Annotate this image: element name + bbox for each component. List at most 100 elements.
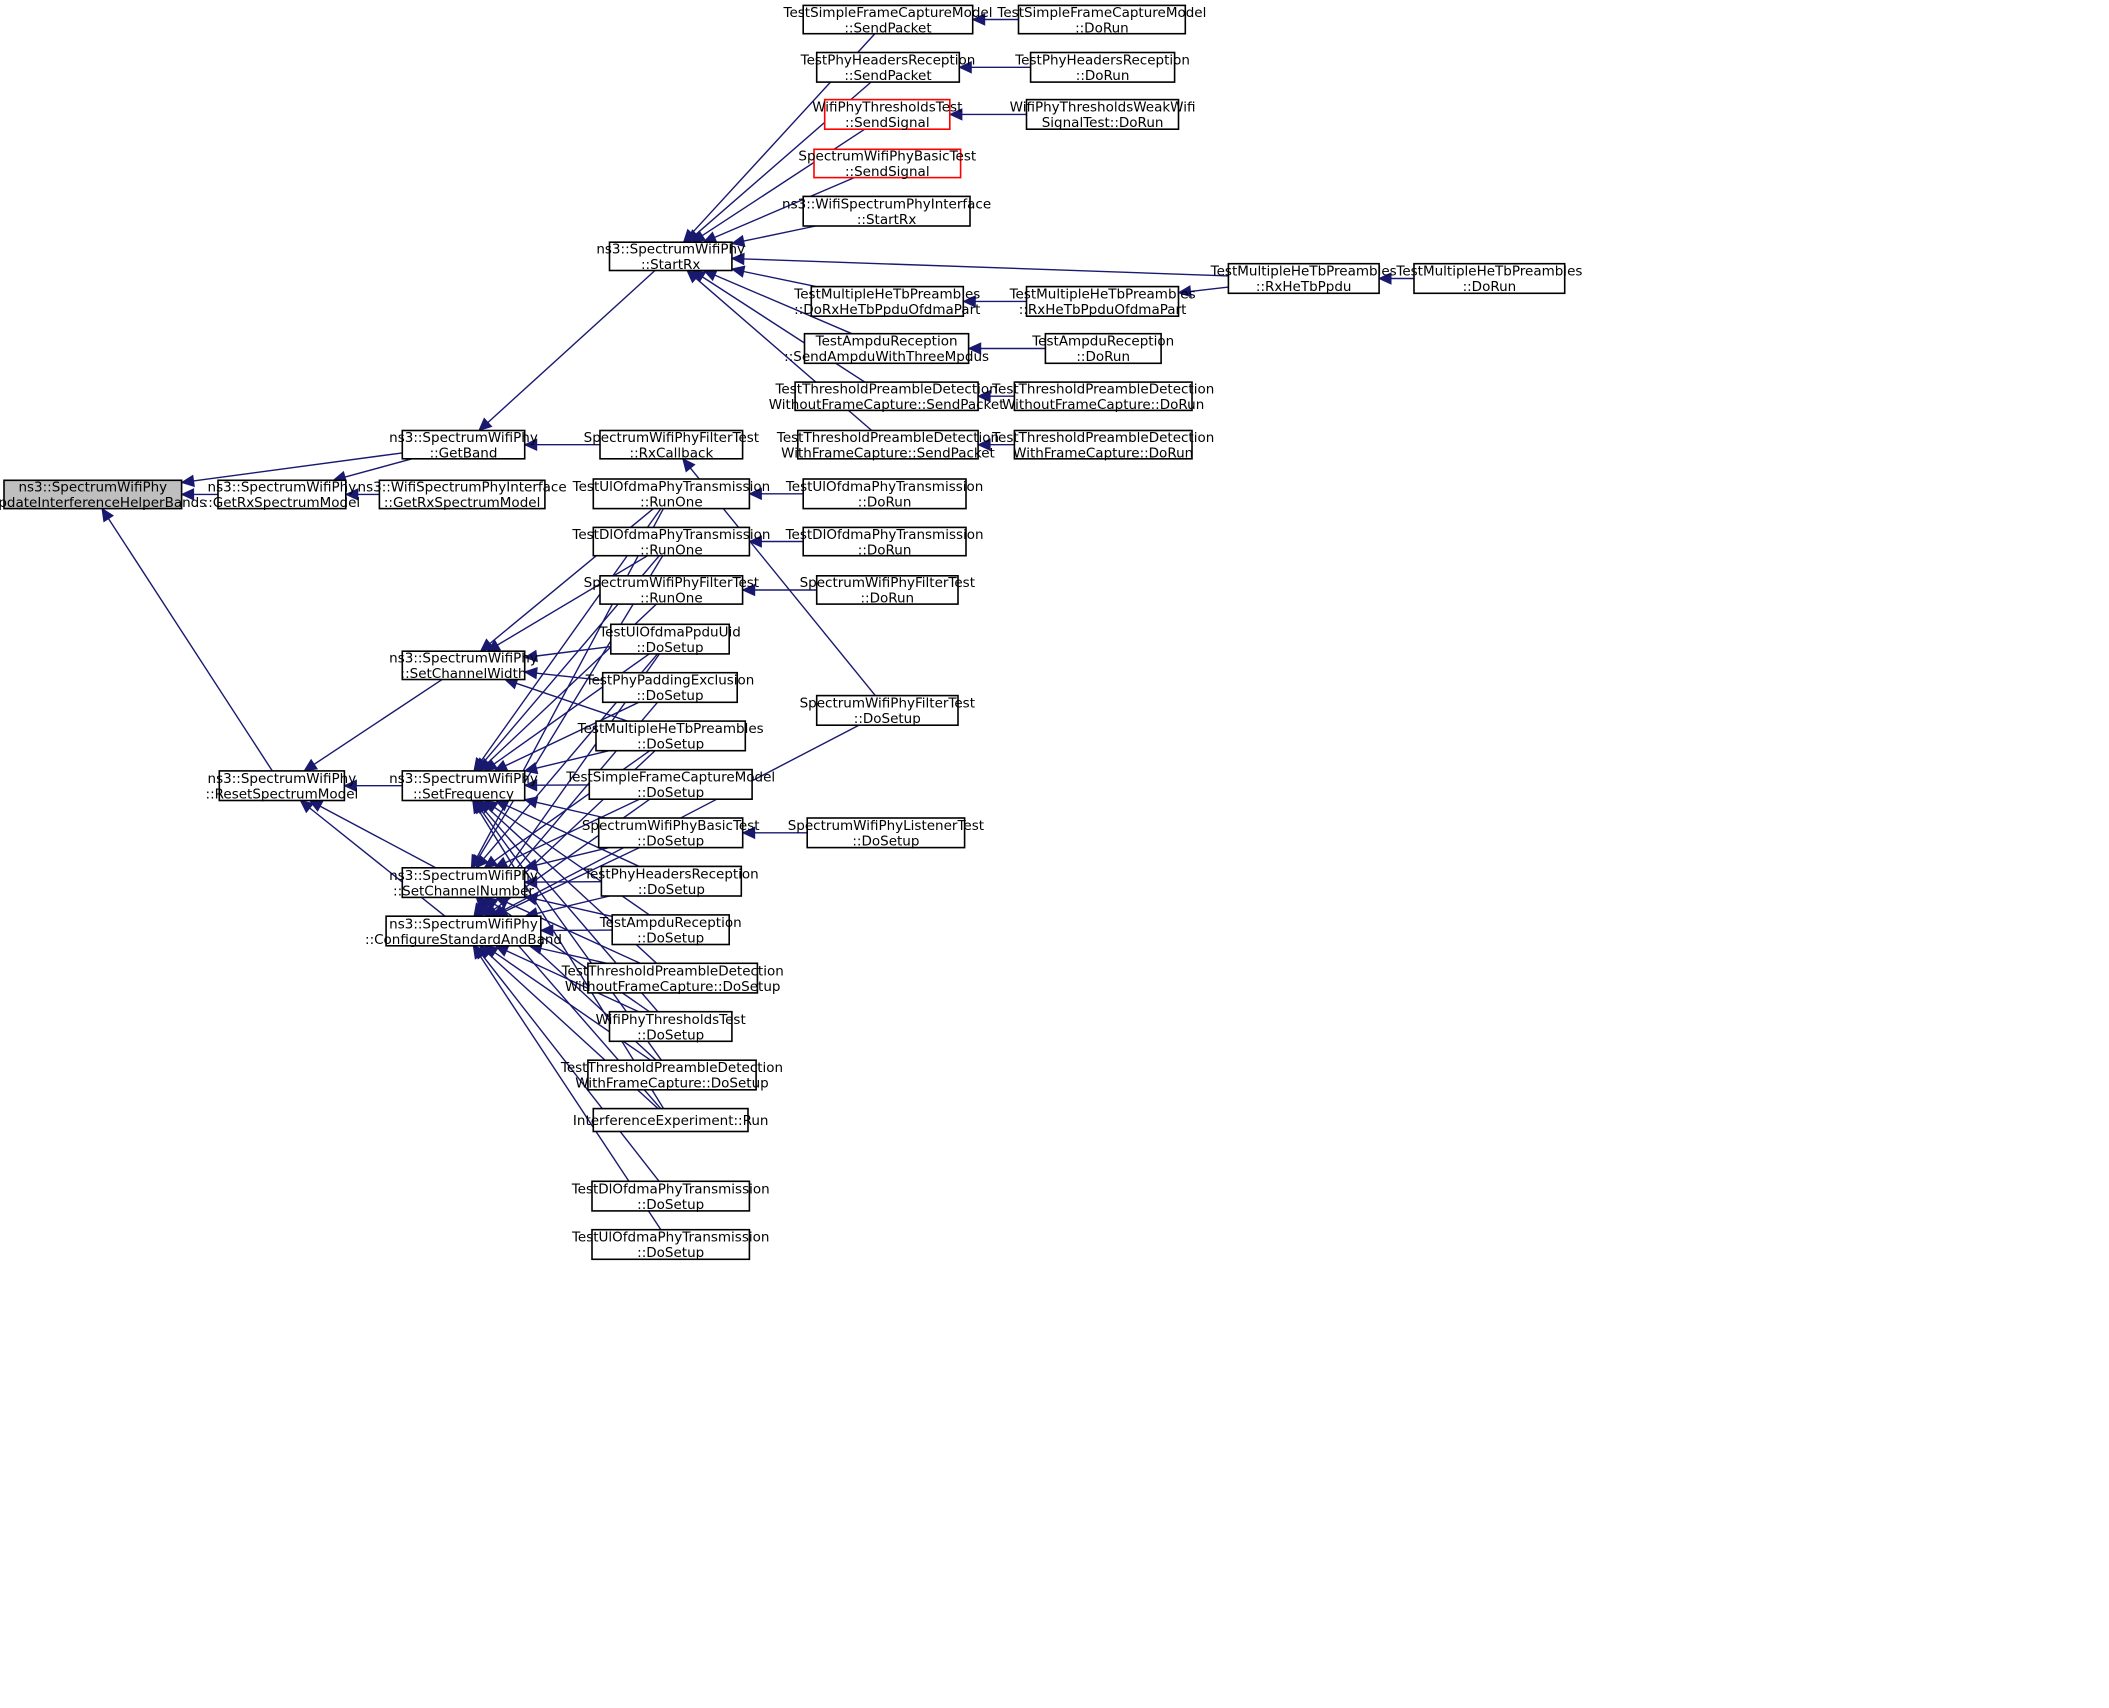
edge-line — [489, 508, 654, 645]
node-label-line: ::GetRxSpectrumModel — [384, 495, 540, 511]
node-label-line: ::SendPacket — [844, 68, 931, 84]
node-box — [1413, 262, 1566, 295]
node-box — [609, 623, 730, 655]
edge-line — [506, 804, 640, 868]
arrowhead-icon — [483, 758, 499, 772]
node-testmultiplehetbpreambles-dorxhetbppduofdmapart[interactable]: TestMultipleHeTbPreambles::DoRxHeTbPpduO… — [793, 285, 980, 319]
node-label-line: SpectrumWifiPhyBasicTest — [582, 818, 760, 834]
node-label-line: ::RxCallback — [630, 445, 714, 461]
edge-n3-to-n0 — [180, 452, 403, 488]
node-box — [401, 770, 526, 802]
edge-line — [506, 901, 641, 964]
node-testmultiplehetbpreambles-dorun[interactable]: TestMultipleHeTbPreambles::DoRun — [1395, 262, 1582, 296]
node-spectrumwifiphyfiltertest-runone[interactable]: SpectrumWifiPhyFilterTest::RunOne — [584, 574, 759, 607]
node-box — [806, 817, 966, 849]
node-testdlofdmaphytransmission-dosetup[interactable]: TestDlOfdmaPhyTransmission::DoSetup — [571, 1180, 770, 1213]
node-testsimpleframecapturemodel-dorun[interactable]: TestSimpleFrameCaptureModel::DoRun — [996, 4, 1206, 37]
node-spectrumwifiphybasictest-sendsignal[interactable]: SpectrumWifiPhyBasicTest::SendSignal — [798, 148, 976, 181]
node-label-line: SpectrumWifiPhyFilterTest — [584, 430, 759, 446]
node-box — [401, 650, 526, 681]
node-testampdureception-sendampduwiththreempdus[interactable]: TestAmpduReception::SendAmpduWithThreeMp… — [784, 332, 989, 366]
edge-line — [1190, 286, 1229, 293]
node-testphyheadersreception-sendpacket[interactable]: TestPhyHeadersReception::SendPacket — [800, 51, 976, 85]
arrowhead-icon — [741, 583, 756, 597]
node-box — [587, 962, 759, 994]
edge-line — [701, 128, 866, 237]
node-ns3-spectrumwifiphy-setfrequency[interactable]: ns3::SpectrumWifiPhy::SetFrequency — [389, 770, 538, 803]
node-testulofdmappduuid-dosetup[interactable]: TestUlOfdmaPpduUid::DoSetup — [598, 623, 741, 656]
node-box — [599, 574, 744, 605]
node-wifiphythresholdstest-dosetup[interactable]: WifiPhyThresholdsTest::DoSetup — [596, 1010, 746, 1044]
node-label-line: ns3::SpectrumWifiPhy — [389, 651, 538, 667]
node-label-line: TestPhyHeadersReception — [800, 53, 976, 69]
node-ns3-wifispectrumphyinterface-getrxspectrummodel[interactable]: ns3::WifiSpectrumPhyInterface::GetRxSpec… — [358, 479, 567, 512]
node-label-line: ::DoRun — [1076, 68, 1130, 84]
node-testdlofdmaphytransmission-dorun[interactable]: TestDlOfdmaPhyTransmission::DoRun — [785, 526, 984, 559]
node-testdlofdmaphytransmission-runone[interactable]: TestDlOfdmaPhyTransmission::RunOne — [571, 526, 770, 559]
node-label-line: ::DoSetup — [854, 711, 921, 727]
node-testthresholdpreambledetectionwithoutframecapture-dosetup[interactable]: TestThresholdPreambleDetectionWithoutFra… — [561, 962, 784, 995]
node-testmultiplehetbpreambles-dosetup[interactable]: TestMultipleHeTbPreambles::DoSetup — [577, 720, 764, 753]
node-testampdureception-dorun[interactable]: TestAmpduReception::DoRun — [1031, 332, 1174, 366]
node-testthresholdpreambledetectionwithframecapture-dorun[interactable]: TestThresholdPreambleDetectionWithFrameC… — [991, 429, 1214, 462]
edge-n23-to-n22 — [976, 438, 1015, 451]
node-label-line: ::RunOne — [640, 542, 702, 558]
node-interferenceexperiment-run[interactable]: InterferenceExperiment::Run — [573, 1107, 769, 1133]
node-ns3-spectrumwifiphy-startrx[interactable]: ns3::SpectrumWifiPhy::StartRx — [596, 241, 745, 274]
node-testampdureception-dosetup[interactable]: TestAmpduReception::DoSetup — [599, 914, 742, 947]
arrowhead-icon — [962, 295, 976, 308]
edge-line — [487, 269, 656, 424]
node-label-line: ::SendAmpduWithThreeMpdus — [784, 349, 989, 365]
node-testulofdmaphytransmission-dosetup[interactable]: TestUlOfdmaPhyTransmission::DoSetup — [571, 1228, 769, 1262]
edge-n13-to-n4 — [730, 225, 816, 248]
arrowhead-icon — [523, 649, 538, 663]
edge-n40-to-n26 — [523, 796, 606, 819]
node-testsimpleframecapturemodel-sendpacket[interactable]: TestSimpleFrameCaptureModel::SendPacket — [783, 4, 993, 37]
node-testulofdmaphytransmission-dorun[interactable]: TestUlOfdmaPhyTransmission::DoRun — [785, 478, 983, 511]
node-label-line: ns3::SpectrumWifiPhy — [208, 480, 357, 496]
node-wifiphythresholdstest-sendsignal[interactable]: WifiPhyThresholdsTest::SendSignal — [812, 98, 962, 132]
node-box — [595, 720, 747, 752]
node-spectrumwifiphybasictest-dosetup[interactable]: SpectrumWifiPhyBasicTest::DoSetup — [582, 817, 760, 850]
node-testsimpleframecapturemodel-dosetup[interactable]: TestSimpleFrameCaptureModel::DoSetup — [565, 768, 775, 802]
node-testphypaddingexclusion-dosetup[interactable]: TestPhyPaddingExclusion::DoSetup — [585, 671, 755, 705]
node-testthresholdpreambledetectionwithoutframecapture-dorun[interactable]: TestThresholdPreambleDetectionWithoutFra… — [991, 381, 1214, 414]
node-ns3-wifispectrumphyinterface-startrx[interactable]: ns3::WifiSpectrumPhyInterface::StartRx — [782, 195, 991, 228]
node-testthresholdpreambledetectionwithframecapture-sendpacket[interactable]: TestThresholdPreambleDetectionWithFrameC… — [776, 429, 999, 462]
edge-line — [536, 750, 610, 769]
node-label-line: WithoutFrameCapture::DoRun — [1002, 397, 1204, 413]
node-testthresholdpreambledetectionwithframecapture-dosetup[interactable]: TestThresholdPreambleDetectionWithFrameC… — [560, 1059, 783, 1092]
edge-n15-to-n14 — [1377, 272, 1415, 285]
arrowhead-icon — [748, 487, 762, 501]
node-testphyheadersreception-dosetup[interactable]: TestPhyHeadersReception::DoSetup — [583, 865, 759, 898]
node-testulofdmaphytransmission-runone[interactable]: TestUlOfdmaPhyTransmission::RunOne — [572, 478, 770, 511]
arrowhead-icon — [343, 779, 357, 792]
node-label-line: ::SendPacket — [844, 20, 931, 36]
edge-n42-to-n27 — [523, 875, 602, 889]
node-wifiphythresholdsweakwifisignaltest-dorun[interactable]: WifiPhyThresholdsWeakWifiSignalTest::DoR… — [1010, 98, 1196, 132]
node-label-line: ::DoSetup — [637, 785, 704, 801]
node-label-line: ns3::SpectrumWifiPhy — [389, 430, 538, 446]
node-ns3-spectrumwifiphy-getrxspectrummodel[interactable]: ns3::SpectrumWifiPhy::GetRxSpectrumModel — [204, 479, 360, 512]
node-label-line: SpectrumWifiPhyBasicTest — [798, 149, 976, 165]
node-spectrumwifiphyfiltertest-rxcallback[interactable]: SpectrumWifiPhyFilterTest::RxCallback — [584, 429, 759, 462]
node-label-line: TestPhyHeadersReception — [583, 867, 759, 883]
node-box — [802, 4, 974, 35]
node-label-line: TestSimpleFrameCaptureModel — [565, 770, 775, 786]
node-label-line: TestSimpleFrameCaptureModel — [996, 5, 1206, 21]
node-ns3-spectrumwifiphy-configurestandardandband[interactable]: ns3::SpectrumWifiPhy::ConfigureStandardA… — [365, 915, 562, 948]
node-ns3-spectrumwifiphy-getband[interactable]: ns3::SpectrumWifiPhy::GetBand — [389, 429, 538, 462]
node-ns3-spectrumwifiphy-setchannelwidth[interactable]: ns3::SpectrumWifiPhy::SetChannelWidth — [389, 650, 538, 683]
node-testmultiplehetbpreambles-rxhetbppdu[interactable]: TestMultipleHeTbPreambles::RxHeTbPpdu — [1210, 262, 1397, 296]
node-spectrumwifiphyfiltertest-dorun[interactable]: SpectrumWifiPhyFilterTest::DoRun — [800, 574, 975, 607]
node-testphyheadersreception-dorun[interactable]: TestPhyHeadersReception::DoRun — [1014, 51, 1190, 85]
node-label-line: ::DoRun — [858, 542, 912, 558]
node-ns3-spectrumwifiphy-setchannelnumber[interactable]: ns3::SpectrumWifiPhy::SetChannelNumber — [389, 866, 538, 900]
node-testmultiplehetbpreambles-rxhetbppduofdmapart[interactable]: TestMultipleHeTbPreambles::RxHeTbPpduOfd… — [1009, 285, 1196, 319]
node-spectrumwifiphyfiltertest-dosetup[interactable]: SpectrumWifiPhyFilterTest::DoSetup — [800, 694, 975, 728]
node-ns3-spectrumwifiphy-updateinterferencehelperbands[interactable]: ns3::SpectrumWifiPhy::UpdateInterference… — [0, 479, 206, 512]
node-ns3-spectrumwifiphy-resetspectrummodel[interactable]: ns3::SpectrumWifiPhy::ResetSpectrumModel — [206, 770, 359, 803]
node-testthresholdpreambledetectionwithoutframecapture-sendpacket[interactable]: TestThresholdPreambleDetectionWithoutFra… — [769, 381, 1005, 414]
node-label-line: TestUlOfdmaPhyTransmission — [785, 479, 983, 495]
node-spectrumwifiphylistenertest-dosetup[interactable]: SpectrumWifiPhyListenerTest::DoSetup — [788, 817, 984, 850]
